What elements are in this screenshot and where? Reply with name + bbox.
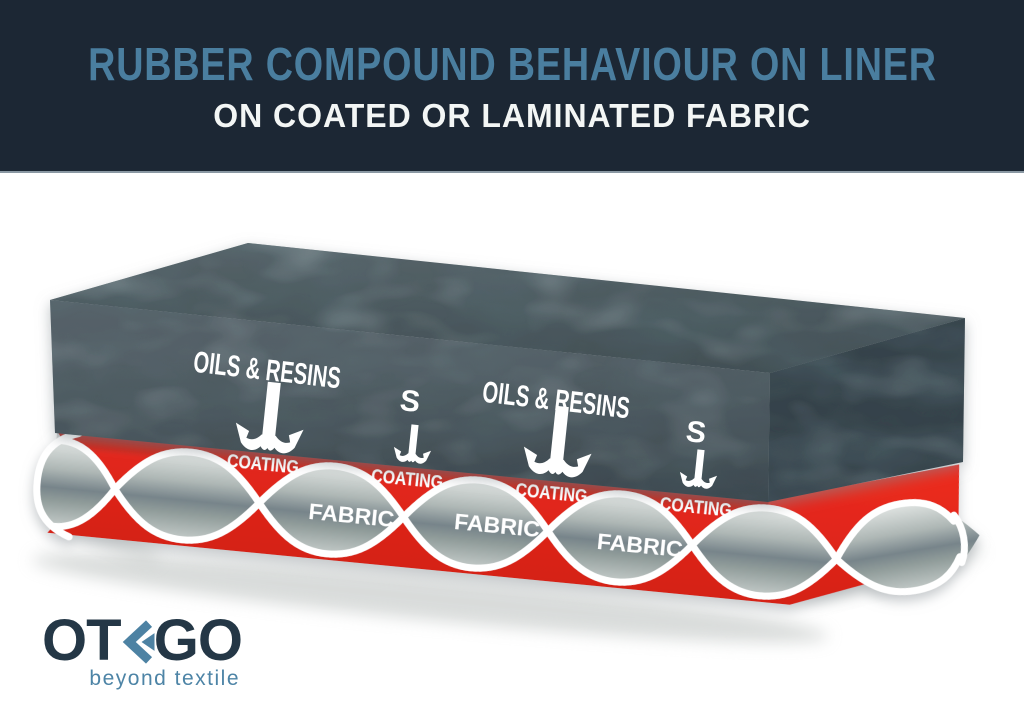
yarn-lens — [403, 479, 548, 569]
page-title: RUBBER COMPOUND BEHAVIOUR ON LINER — [87, 37, 937, 90]
coated-fabric-layer: COATING COATING COATING COATING FABRIC F… — [33, 429, 980, 605]
yarn-lens — [114, 451, 260, 541]
otego-logo: OT GO beyond textile — [42, 608, 243, 690]
yarn-lens — [259, 465, 404, 555]
logo-tagline: beyond textile — [89, 667, 240, 690]
logo-chevron-icon — [122, 620, 155, 664]
logo-text-left: OT — [42, 608, 122, 673]
logo-text-right: GO — [153, 608, 243, 673]
page-subtitle: ON COATED OR LAMINATED FABRIC — [213, 96, 811, 134]
sulphur-label-2: S — [684, 415, 708, 450]
yarn-lens — [692, 507, 837, 597]
yarn-lens — [547, 493, 693, 583]
yarn-lens — [836, 502, 980, 592]
sulphur-label-1: S — [398, 384, 422, 419]
yarn-outline — [33, 429, 968, 600]
fabric-weave — [33, 429, 980, 600]
header-banner: RUBBER COMPOUND BEHAVIOUR ON LINER ON CO… — [0, 0, 1024, 173]
logo-wordmark: OT GO — [42, 608, 243, 673]
